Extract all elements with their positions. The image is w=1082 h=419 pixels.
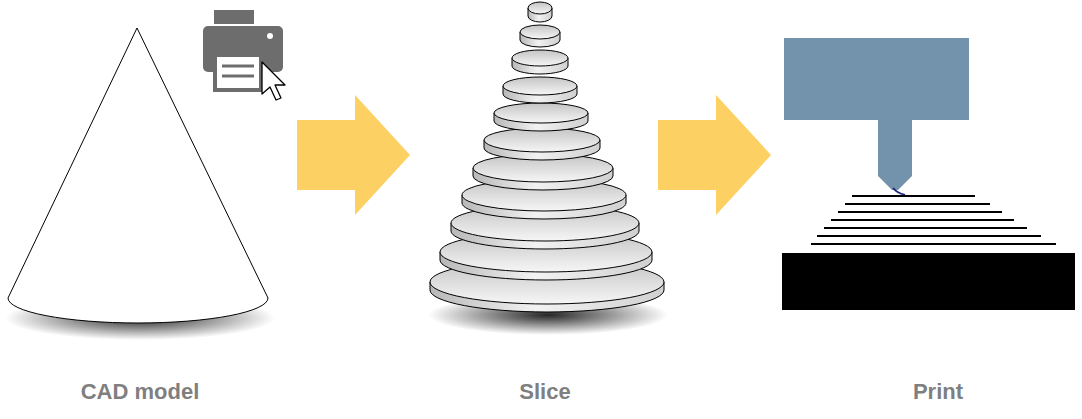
printed-layers (811, 196, 1056, 244)
cone-model (5, 28, 275, 340)
disc-top (528, 2, 552, 14)
stage-label: Slice (519, 379, 570, 405)
flow-arrow (297, 95, 410, 215)
disc-top (520, 25, 560, 39)
printer-icon (203, 10, 285, 100)
flow-arrow (658, 95, 771, 215)
stage-label: Print (913, 379, 963, 405)
disc-top (512, 50, 568, 66)
stage-label: CAD model (81, 379, 200, 405)
disc-top (494, 103, 588, 123)
sliced-layers (428, 2, 668, 335)
disc-top (503, 77, 577, 95)
print-head (784, 38, 969, 195)
build-plate (782, 253, 1075, 310)
disc-top (484, 128, 600, 152)
